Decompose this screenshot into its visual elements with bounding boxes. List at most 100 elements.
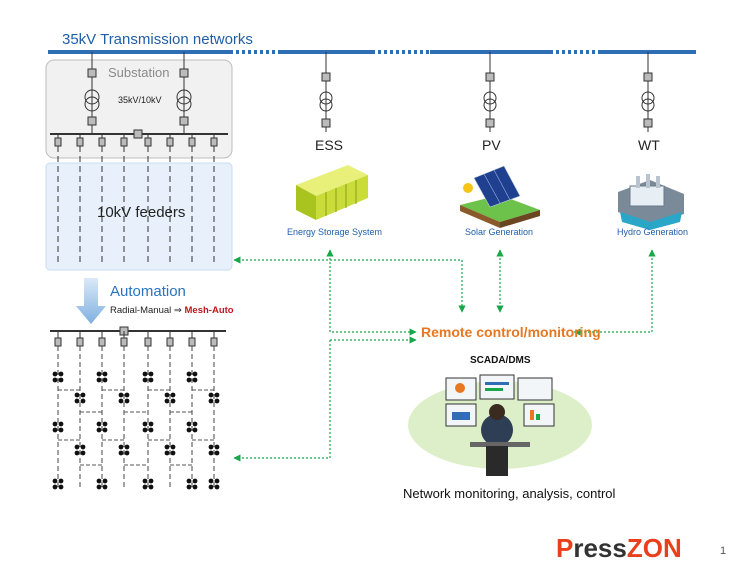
switch-node — [192, 371, 198, 377]
remote-control-label: Remote control/monitoring — [421, 324, 601, 340]
mesh-feeder-breaker — [188, 337, 196, 347]
switch-node — [148, 371, 154, 377]
control-links — [233, 249, 656, 462]
switch-node — [52, 421, 58, 427]
automation-from: Radial-Manual — [110, 305, 172, 316]
switch-node — [148, 427, 154, 433]
switch-node — [170, 450, 176, 456]
switch-node — [58, 371, 64, 377]
wt-code: WT — [638, 137, 660, 153]
switch-node — [170, 392, 176, 398]
switch-node — [192, 427, 198, 433]
feeder-breaker — [144, 137, 152, 147]
switch-node — [192, 478, 198, 484]
switch-node — [164, 450, 170, 456]
switch-node — [142, 377, 148, 383]
switch-node — [214, 484, 220, 490]
mesh-feeder-breaker — [76, 337, 84, 347]
generation-transformers — [319, 52, 655, 132]
switch-node — [96, 427, 102, 433]
switch-node — [102, 371, 108, 377]
switch-node — [148, 478, 154, 484]
switch-node — [52, 427, 58, 433]
switch-node — [214, 392, 220, 398]
switch-node — [208, 392, 214, 398]
switch-node — [102, 484, 108, 490]
switch-node — [80, 398, 86, 404]
switch-node — [80, 444, 86, 450]
switch-node — [58, 421, 64, 427]
switch-node — [74, 398, 80, 404]
switch-node — [74, 392, 80, 398]
transmission-title: 35kV Transmission networks — [62, 31, 253, 48]
switch-node — [52, 484, 58, 490]
switch-node — [192, 484, 198, 490]
scada-caption: Network monitoring, analysis, control — [403, 486, 616, 501]
automation-arrow — [76, 278, 106, 324]
automation-transition: Radial-Manual ⇒ Mesh-Auto — [110, 305, 234, 316]
battery-storage-icon — [296, 165, 368, 220]
ess-code: ESS — [315, 137, 344, 153]
mesh-feeder-breaker — [120, 337, 128, 347]
switch-node — [124, 392, 130, 398]
switch-node — [102, 421, 108, 427]
switch-node — [96, 421, 102, 427]
logo-ress: ress — [573, 533, 627, 563]
substation-transformers — [50, 52, 228, 139]
switch-node — [142, 421, 148, 427]
switch-node — [214, 398, 220, 404]
control-link — [233, 340, 331, 462]
switch-node — [164, 444, 170, 450]
switch-node — [142, 371, 148, 377]
switch-node — [118, 450, 124, 456]
feeder-lines — [54, 134, 218, 262]
switch-node — [118, 444, 124, 450]
switch-node — [80, 450, 86, 456]
switch-node — [58, 484, 64, 490]
switch-node — [80, 392, 86, 398]
presszon-logo: PressZON — [556, 533, 682, 564]
switch-node — [124, 398, 130, 404]
logo-p: P — [556, 533, 574, 563]
feeders-box — [45, 162, 233, 271]
switch-node — [208, 450, 214, 456]
pv-code: PV — [482, 137, 501, 153]
switch-node — [142, 478, 148, 484]
solar-panel-icon — [460, 165, 540, 228]
switch-node — [118, 398, 124, 404]
switch-node — [102, 478, 108, 484]
switch-node — [58, 478, 64, 484]
switch-node — [214, 450, 220, 456]
switch-node — [208, 484, 214, 490]
feeder-breaker — [166, 137, 174, 147]
switch-node — [102, 377, 108, 383]
hydro-plant-icon — [618, 174, 684, 230]
switch-node — [52, 478, 58, 484]
switch-node — [164, 398, 170, 404]
substation-ratio: 35kV/10kV — [118, 95, 162, 105]
logo-zon: ZON — [626, 533, 682, 563]
switch-node — [96, 484, 102, 490]
feeder-breaker — [54, 137, 62, 147]
wt-caption: Hydro Generation — [617, 227, 689, 237]
ess-caption: Energy Storage System — [287, 227, 383, 237]
switch-node — [148, 421, 154, 427]
page-number: 1 — [720, 545, 727, 557]
switch-node — [96, 377, 102, 383]
automation-to: Mesh-Auto — [184, 305, 234, 316]
switch-node — [96, 478, 102, 484]
feeders-label: 10kV feeders — [97, 204, 186, 221]
feeder-breaker — [210, 137, 218, 147]
switch-node — [214, 444, 220, 450]
switch-node — [58, 427, 64, 433]
switch-node — [192, 421, 198, 427]
mesh-feeder-breaker — [54, 337, 62, 347]
switch-node — [186, 478, 192, 484]
switch-node — [102, 427, 108, 433]
switch-node — [74, 450, 80, 456]
switch-node — [118, 392, 124, 398]
switch-node — [186, 371, 192, 377]
switch-node — [170, 398, 176, 404]
mesh-feeder-breaker — [166, 337, 174, 347]
